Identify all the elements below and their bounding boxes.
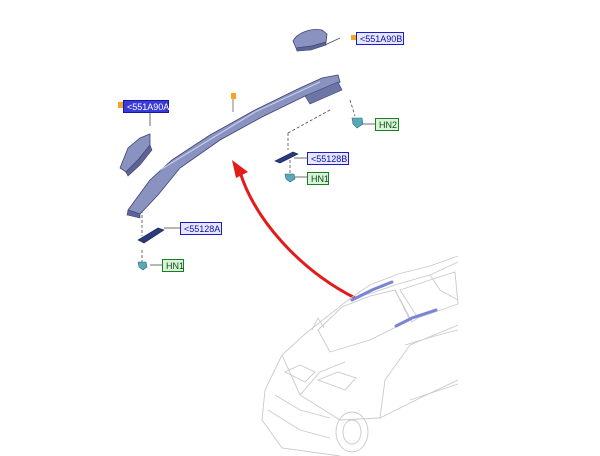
orange-marker-551A90B [351, 35, 356, 40]
vehicle-illustration [261, 255, 459, 456]
clip-hn1-right[interactable] [284, 173, 296, 183]
callout-hn1-left[interactable]: HN1 [162, 259, 184, 272]
end-cap-rear[interactable] [292, 29, 328, 52]
orange-marker-551A90A [118, 102, 123, 108]
callout-hn2[interactable]: HN2 [375, 118, 399, 131]
orange-marker-rail [231, 93, 236, 99]
clip-hn1-left[interactable] [137, 261, 148, 271]
callout-55128B[interactable]: <55128B [307, 152, 349, 165]
callout-55128A[interactable]: <55128A [180, 222, 222, 235]
red-arrow [232, 160, 356, 300]
clip-hn2[interactable] [351, 117, 364, 129]
roof-rail-highlight [350, 280, 438, 328]
bracket-55128A[interactable] [137, 227, 165, 244]
callout-hn1-right[interactable]: HN1 [307, 172, 329, 185]
callout-551A90B[interactable]: <551A90B [356, 32, 404, 45]
end-cap-front[interactable] [119, 133, 153, 177]
bracket-55128B[interactable] [274, 151, 299, 164]
callout-551A90A[interactable]: <551A90A [123, 100, 169, 113]
roof-rail-part[interactable] [126, 74, 343, 219]
